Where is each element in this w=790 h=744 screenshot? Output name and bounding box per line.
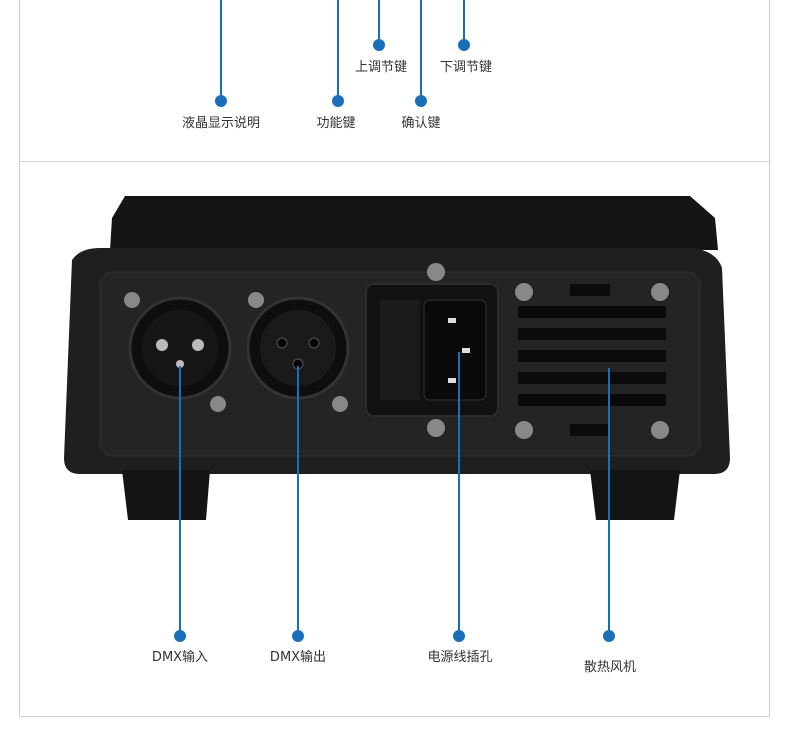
device-foot-right (590, 470, 680, 520)
cooling-fan-callout-line (608, 368, 610, 636)
dmx-out-connector (246, 292, 350, 412)
power-socket-label: 电源线插孔 (427, 650, 493, 665)
function-key-callout-line (337, 0, 339, 101)
device-top-housing (110, 196, 718, 250)
device-foot-left (122, 470, 210, 520)
power-socket-callout-line (458, 352, 460, 636)
power-socket (365, 263, 499, 437)
cooling-fan-callout-dot (603, 630, 615, 642)
up-key-callout-dot (373, 39, 385, 51)
dmx-out-label: DMX输出 (269, 650, 327, 665)
up-key-label: 上调节键 (354, 60, 408, 75)
lcd-callout-dot (215, 95, 227, 107)
function-key-callout-dot (332, 95, 344, 107)
function-key-label: 功能键 (316, 116, 356, 131)
bottom-panel (19, 162, 770, 717)
lcd-label: 液晶显示说明 (181, 116, 261, 131)
up-key-callout-line (378, 0, 380, 45)
confirm-key-callout-line (420, 0, 422, 101)
dmx-out-callout-dot (292, 630, 304, 642)
dmx-in-callout-line (179, 366, 181, 636)
lcd-callout-line (220, 0, 222, 101)
down-key-callout-line (463, 0, 465, 45)
down-key-label: 下调节键 (439, 60, 493, 75)
dmx-in-callout-dot (174, 630, 186, 642)
dmx-out-callout-line (297, 366, 299, 636)
down-key-callout-dot (458, 39, 470, 51)
cooling-fan-label: 散热风机 (583, 660, 637, 675)
confirm-key-callout-dot (415, 95, 427, 107)
dmx-in-connector (124, 292, 232, 412)
power-socket-callout-dot (453, 630, 465, 642)
dmx-in-label: DMX输入 (151, 650, 209, 665)
fan-grille (515, 283, 669, 439)
top-panel (19, 0, 770, 162)
confirm-key-label: 确认键 (401, 116, 441, 131)
